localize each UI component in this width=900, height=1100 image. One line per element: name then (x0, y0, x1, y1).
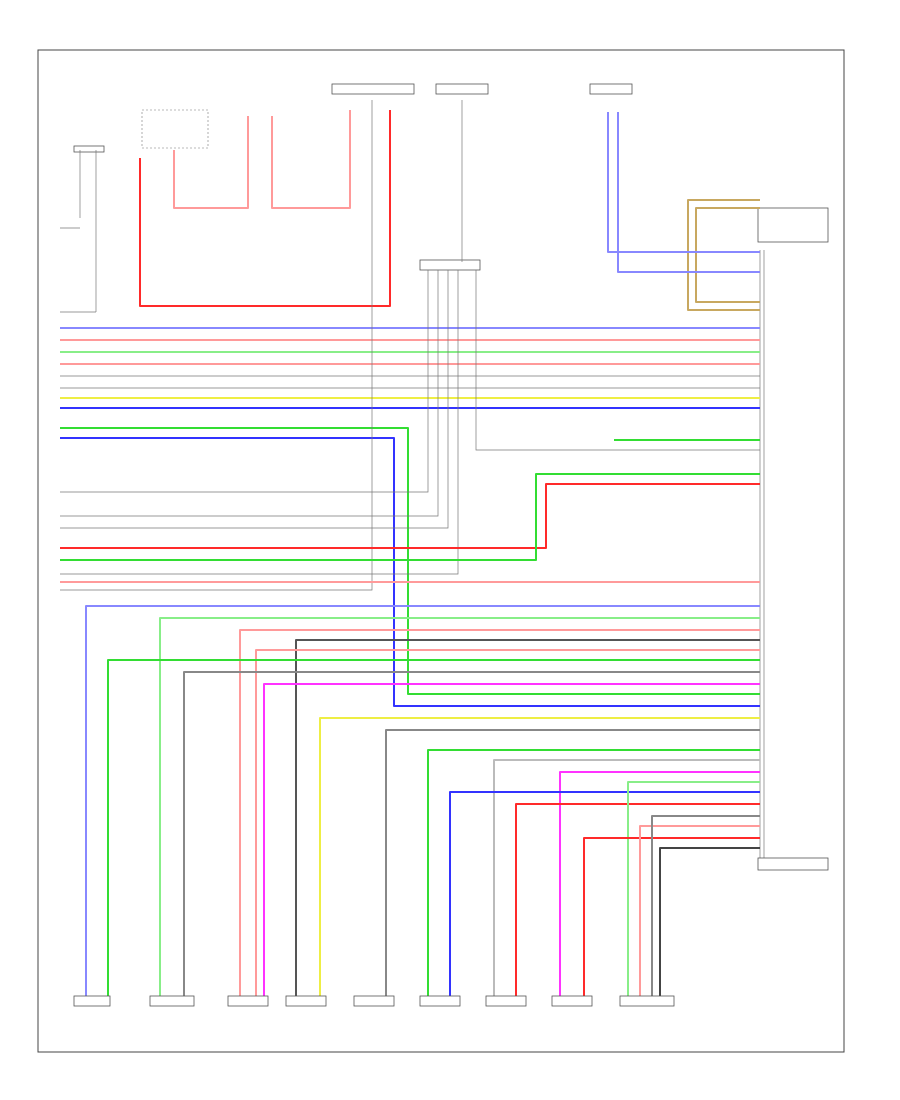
bottom-connector-2 (149, 995, 195, 1007)
bus-lines (60, 327, 760, 409)
connector-mid (419, 259, 481, 271)
connector-j2 (435, 83, 489, 95)
wire-blue-top-right-2 (607, 112, 760, 253)
bottom-connector-7 (485, 995, 527, 1007)
bottom-connectors (73, 995, 675, 1007)
wire-pink-top-3 (271, 110, 351, 209)
wire-tan-loop-inner (695, 207, 760, 303)
bottom-connector-5 (353, 995, 395, 1007)
drop-wires (85, 605, 760, 1000)
top-left-components (60, 83, 633, 313)
switch-box (141, 109, 209, 149)
bottom-connector-8 (551, 995, 593, 1007)
bottom-connector-6 (419, 995, 461, 1007)
module-connector-bottom (757, 857, 829, 871)
switch-connector (73, 145, 105, 153)
wire-green-mid (60, 473, 760, 561)
gray-verticals (60, 100, 760, 591)
wire-pink-top-2 (173, 116, 249, 209)
connector-j3 (589, 83, 633, 95)
bottom-connector-4 (285, 995, 327, 1007)
diagram-frame (37, 49, 845, 1053)
bottom-connector-9 (619, 995, 675, 1007)
bottom-connector-1 (73, 995, 111, 1007)
connector-j1 (331, 83, 415, 95)
wire-blue-top-right (617, 112, 760, 273)
module-connector-top (757, 207, 829, 243)
bottom-connector-3 (227, 995, 269, 1007)
wire-red-top-1 (139, 110, 391, 307)
wire-tan-loop (687, 199, 760, 311)
wire-blue-long (60, 437, 760, 707)
wire-red-mid (60, 483, 760, 549)
module-connector-column (757, 207, 829, 871)
